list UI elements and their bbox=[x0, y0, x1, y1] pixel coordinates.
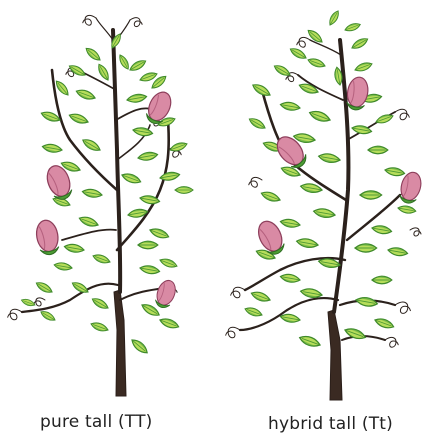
flower bbox=[34, 219, 61, 257]
leaf bbox=[344, 22, 361, 33]
leaf bbox=[35, 280, 54, 295]
leaf bbox=[371, 224, 392, 235]
leaf bbox=[387, 246, 408, 257]
leaf bbox=[159, 257, 178, 270]
leaf bbox=[78, 215, 99, 229]
tendril bbox=[385, 337, 398, 347]
leaf bbox=[289, 46, 308, 61]
leaf bbox=[384, 166, 405, 177]
leaf bbox=[128, 58, 147, 73]
leaf bbox=[138, 241, 158, 248]
leaf bbox=[296, 237, 319, 249]
leaf bbox=[280, 273, 301, 284]
trunk bbox=[114, 290, 126, 396]
leaf bbox=[351, 124, 372, 135]
tendril bbox=[231, 287, 245, 298]
flower bbox=[153, 278, 179, 310]
trunk bbox=[328, 310, 342, 400]
leaf bbox=[175, 187, 193, 194]
leaf bbox=[54, 262, 73, 272]
leaf bbox=[121, 171, 142, 185]
tendril bbox=[410, 228, 421, 236]
tendril bbox=[34, 298, 45, 306]
leaf bbox=[354, 61, 373, 74]
leaf bbox=[260, 190, 281, 204]
leaf bbox=[368, 146, 388, 153]
leaf bbox=[360, 191, 382, 199]
leaf bbox=[280, 313, 301, 324]
leaf bbox=[313, 207, 336, 219]
leaf bbox=[350, 36, 369, 51]
leaf bbox=[159, 316, 180, 330]
leaf bbox=[68, 112, 89, 126]
leaf bbox=[132, 126, 153, 137]
leaf bbox=[372, 276, 392, 283]
leaf bbox=[84, 46, 102, 63]
pure-tall-plant bbox=[8, 15, 193, 396]
leaf bbox=[374, 316, 395, 330]
tendril bbox=[8, 309, 22, 320]
leaf bbox=[318, 152, 341, 164]
leaf bbox=[139, 264, 160, 275]
hybrid-tall-plant bbox=[226, 9, 424, 400]
leaf bbox=[280, 218, 301, 229]
tendril bbox=[130, 18, 142, 27]
leaf bbox=[117, 53, 130, 70]
leaf bbox=[137, 151, 158, 162]
tendril bbox=[83, 15, 96, 25]
tendril bbox=[395, 302, 410, 313]
leaf bbox=[126, 93, 147, 104]
leaf bbox=[250, 290, 271, 304]
tendril bbox=[395, 109, 409, 120]
pure-tall-caption: pure tall (TT) bbox=[40, 412, 153, 432]
tendril bbox=[297, 37, 310, 47]
leaf bbox=[298, 334, 321, 349]
tendril bbox=[226, 327, 240, 338]
leaf bbox=[81, 137, 102, 153]
leaf bbox=[280, 101, 301, 112]
flower bbox=[345, 76, 370, 112]
leaf bbox=[91, 296, 110, 311]
leaf bbox=[355, 244, 377, 252]
leaf bbox=[248, 116, 267, 131]
leaf bbox=[42, 143, 63, 154]
tendril bbox=[249, 177, 262, 187]
leaf bbox=[96, 63, 111, 82]
leaf bbox=[355, 296, 378, 308]
leaf bbox=[308, 109, 331, 124]
leaf bbox=[92, 253, 111, 266]
leaf bbox=[251, 82, 272, 98]
leaf bbox=[90, 321, 109, 334]
leaf bbox=[75, 88, 96, 102]
leaf bbox=[327, 9, 340, 26]
leaf bbox=[244, 306, 263, 319]
leaf bbox=[307, 57, 326, 70]
leaf bbox=[21, 298, 36, 308]
leaf bbox=[82, 188, 103, 199]
hybrid-tall-caption: hybrid tall (Tt) bbox=[268, 414, 393, 434]
leaf bbox=[130, 337, 150, 355]
leaf bbox=[298, 82, 319, 96]
leaf bbox=[64, 243, 85, 254]
leaf bbox=[149, 226, 170, 240]
leaf bbox=[397, 205, 416, 215]
leaf bbox=[39, 309, 56, 322]
